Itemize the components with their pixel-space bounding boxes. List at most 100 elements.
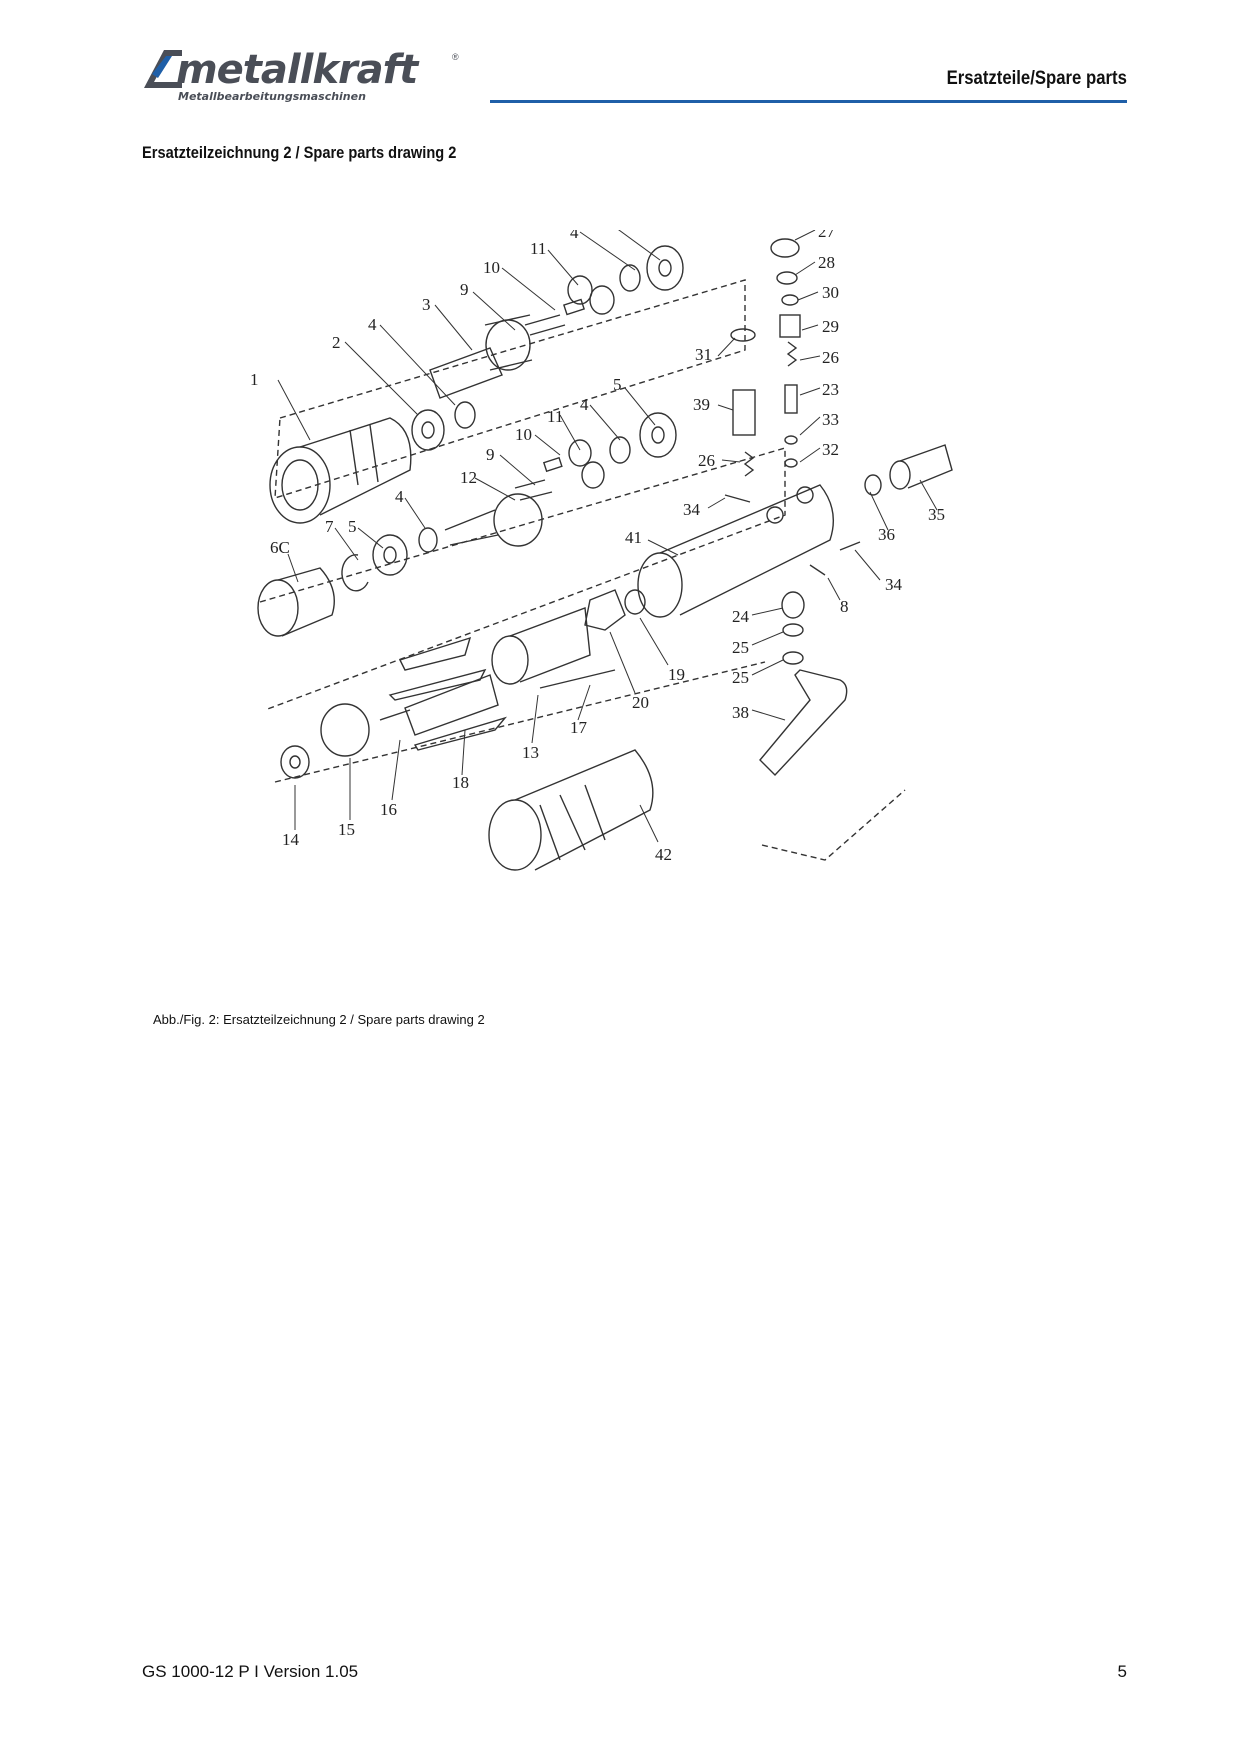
part-41-housing (637, 484, 834, 618)
logo-subtitle: Metallbearbeitungsmaschinen (178, 90, 366, 103)
label-6c: 6C (270, 538, 290, 557)
label-3: 3 (422, 295, 431, 314)
logo-registered-mark: ® (452, 52, 459, 62)
part-25-washer-b (782, 651, 804, 665)
part-11-gear-top-a (567, 275, 593, 305)
exploded-parts-drawing: 1 2 4 3 9 10 11 4 5 12 9 10 11 4 5 5 4 7… (250, 230, 953, 871)
label-41: 41 (625, 528, 642, 547)
label-4-top-right: 4 (570, 230, 579, 242)
label-9-middle: 9 (486, 445, 495, 464)
label-26-left: 26 (698, 451, 715, 470)
part-4-ring-middle-left (418, 527, 438, 553)
part-26-spring-right (786, 341, 798, 367)
label-12: 12 (460, 468, 477, 487)
group-outline-top (274, 279, 746, 499)
label-14: 14 (282, 830, 300, 849)
part-4-ring-top-right (619, 264, 641, 292)
part-5-washer-middle (639, 412, 677, 458)
label-7: 7 (325, 517, 334, 536)
part-30-oring (781, 294, 799, 306)
part-36-seal (864, 474, 882, 496)
label-28: 28 (818, 253, 835, 272)
part-27-plug (770, 238, 800, 258)
label-5-middle: 5 (613, 375, 622, 394)
label-4-middle-left: 4 (395, 487, 404, 506)
section-title: Ersatzteilzeichnung 2 / Spare parts draw… (142, 143, 457, 162)
label-36: 36 (878, 525, 895, 544)
logo-mark-icon (144, 50, 182, 88)
part-34-screw-right (839, 541, 861, 551)
label-20: 20 (632, 693, 649, 712)
label-23: 23 (822, 380, 839, 399)
label-26-right: 26 (822, 348, 839, 367)
part-39-valve-body (732, 389, 756, 436)
part-42-handle (488, 749, 654, 871)
part-13-cylinder (491, 607, 591, 685)
part-20-end-plate (584, 589, 626, 631)
part-34-screw-top (724, 494, 751, 503)
part-7-circlip (341, 554, 369, 592)
header-title: Ersatzteile/Spare parts (946, 68, 1127, 89)
label-33: 33 (822, 410, 839, 429)
part-6c-gear-housing (257, 567, 335, 637)
label-24: 24 (732, 607, 750, 626)
part-16-rotor (379, 674, 499, 736)
label-18: 18 (452, 773, 469, 792)
label-27: 27 (818, 230, 836, 241)
part-15-end-plate (320, 703, 370, 757)
part-18-blade-top (399, 636, 472, 671)
part-1-sleeve (269, 417, 412, 524)
label-17: 17 (570, 718, 588, 737)
part-29-valve-bush (779, 314, 801, 338)
label-15: 15 (338, 820, 355, 839)
part-11-gear-middle-b (581, 461, 605, 489)
part-35-air-inlet (889, 444, 953, 490)
label-4-top-left: 4 (368, 315, 377, 334)
part-9-pin-top (524, 314, 566, 336)
part-11-gear-top-b (589, 285, 615, 315)
footer-page-number: 5 (1117, 1662, 1127, 1681)
part-24-valve-seat (781, 591, 805, 619)
part-10-needle-middle (542, 456, 563, 473)
part-9-pin-middle (514, 479, 553, 501)
label-11-middle: 11 (547, 407, 563, 426)
part-4-ring-top-left (454, 401, 476, 429)
part-25-washer-a (782, 623, 804, 637)
label-34-right: 34 (885, 575, 903, 594)
part-18-blade-bottom (413, 716, 508, 751)
logo-wordmark: metallkraft (176, 47, 418, 93)
label-13: 13 (522, 743, 539, 762)
part-31-button (730, 328, 756, 342)
label-5-middle-left: 5 (348, 517, 357, 536)
part-4-ring-middle-right (609, 436, 631, 464)
label-30: 30 (822, 283, 839, 302)
label-38: 38 (732, 703, 749, 722)
part-11-gear-middle-a (568, 439, 592, 467)
label-32: 32 (822, 440, 839, 459)
part-14-bearing (280, 745, 310, 779)
part-18-blade-mid (388, 668, 487, 701)
part-5-washer-middle-left (372, 534, 408, 576)
label-25-a: 25 (732, 638, 749, 657)
label-11-top: 11 (530, 239, 546, 258)
label-34-left: 34 (683, 500, 701, 519)
part-26-spring-left (743, 451, 755, 477)
part-5-washer-top (646, 245, 684, 291)
part-17-pin (539, 669, 616, 689)
label-10-top: 10 (483, 258, 500, 277)
label-42: 42 (655, 845, 672, 864)
part-12-carrier (444, 493, 543, 547)
label-39: 39 (693, 395, 710, 414)
part-3-carrier (429, 314, 533, 399)
figure-caption: Abb./Fig. 2: Ersatzteilzeichnung 2 / Spa… (153, 1012, 485, 1027)
part-38-lever (759, 669, 848, 777)
part-28-seal (776, 271, 798, 285)
label-2: 2 (332, 333, 341, 352)
label-10-middle: 10 (515, 425, 532, 444)
label-8: 8 (840, 597, 849, 616)
header-rule (490, 100, 1127, 103)
part-32-oring (784, 458, 798, 468)
label-35: 35 (928, 505, 945, 524)
group-outline-bottom (274, 661, 906, 861)
part-33-oring (784, 435, 798, 445)
